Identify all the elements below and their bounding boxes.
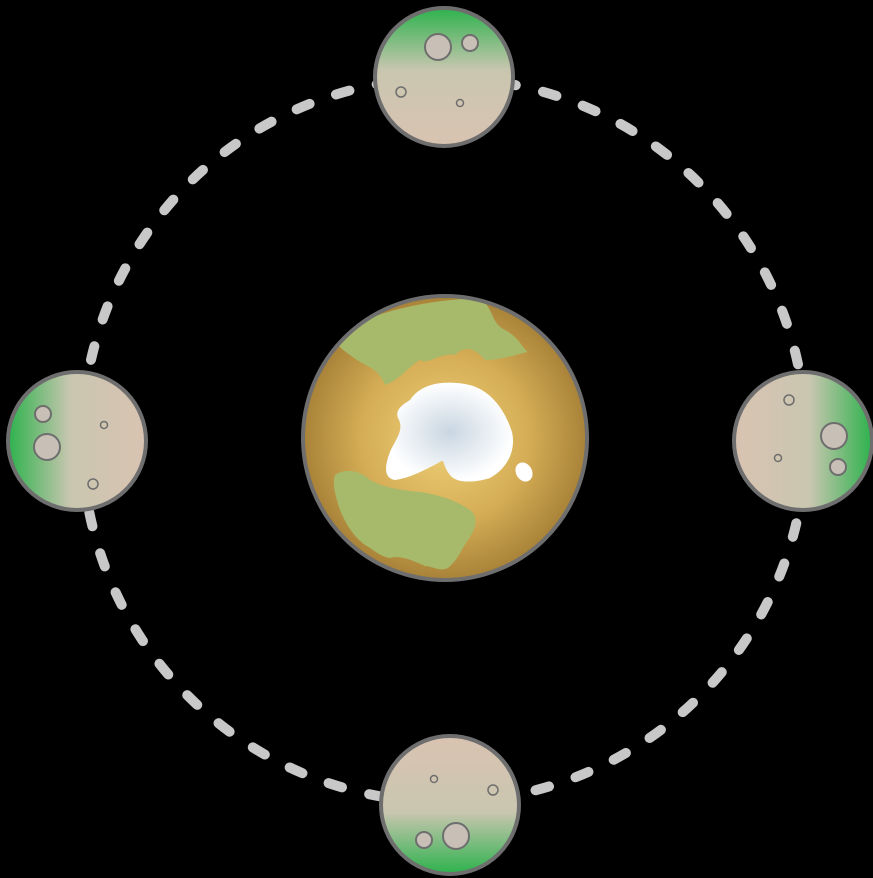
moon-right [734, 372, 872, 510]
moon-icon [375, 8, 513, 146]
moon-top [375, 8, 513, 146]
moon-icon [381, 736, 519, 874]
planet-icon [303, 296, 587, 580]
moon-left [8, 372, 146, 510]
moon-bottom [381, 736, 519, 874]
moon-icon [8, 372, 146, 510]
moon-icon [734, 372, 872, 510]
